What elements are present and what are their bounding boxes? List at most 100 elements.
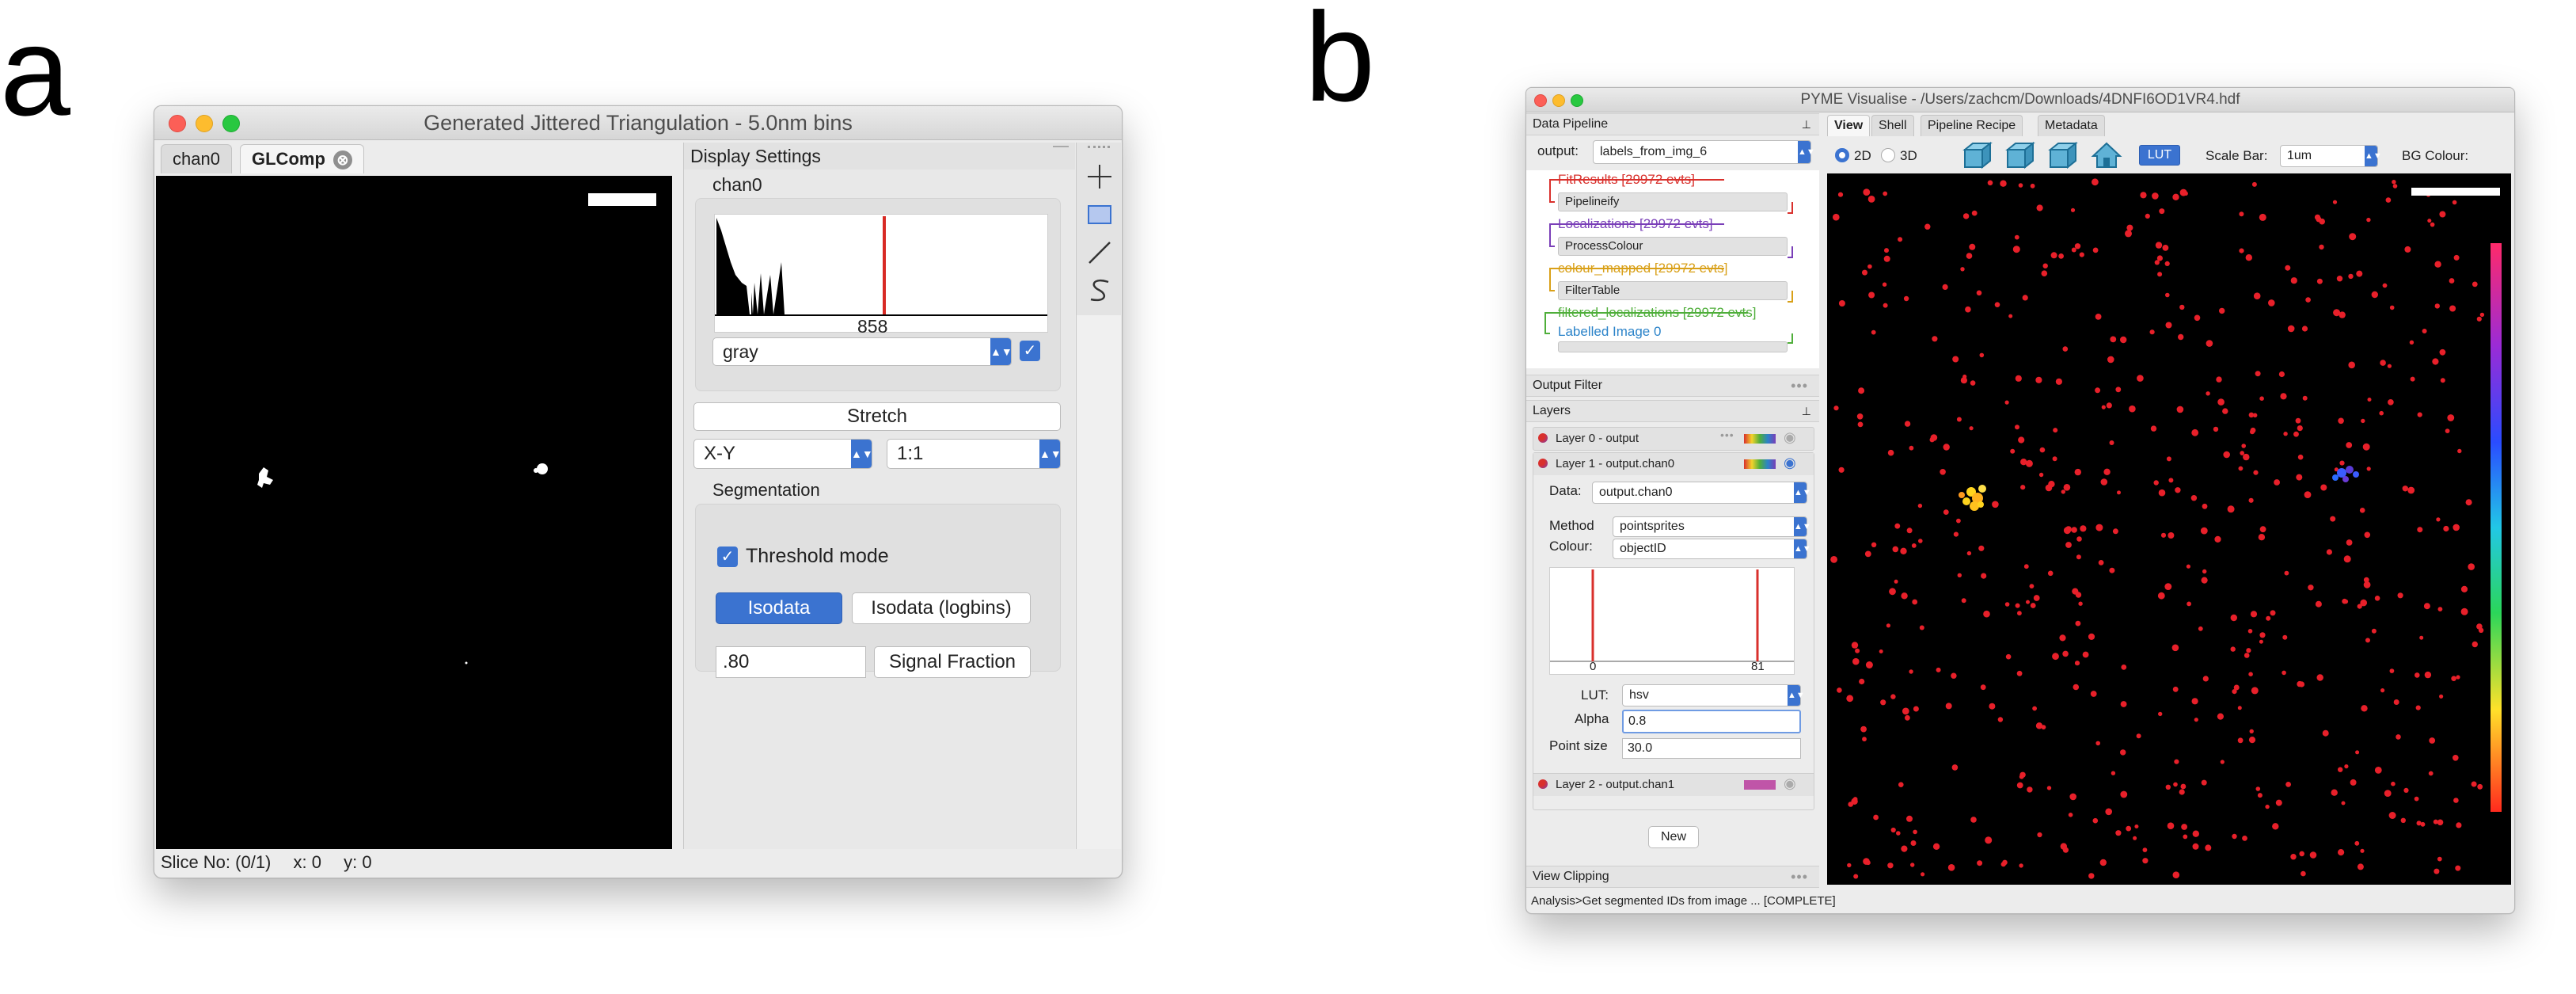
pin-icon[interactable]: ⊥ <box>1801 118 1811 131</box>
crosshair-icon[interactable] <box>1086 163 1113 190</box>
colormap-select[interactable]: gray ▲▼ <box>712 337 1013 366</box>
localization-point <box>2112 528 2118 535</box>
stretch-button[interactable]: Stretch <box>693 402 1061 431</box>
tab-glcomp[interactable]: GLComp⊗ <box>240 144 364 173</box>
rectangle-select-icon[interactable] <box>1086 201 1113 228</box>
layer-histogram[interactable]: 0 81 <box>1549 567 1795 675</box>
pipe-label-localizations[interactable]: Localizations [29972 evts] <box>1558 216 1713 231</box>
line-icon[interactable] <box>1086 239 1113 266</box>
pipe-box-processcolour[interactable]: ProcessColour <box>1558 237 1788 256</box>
localization-point <box>2165 784 2171 790</box>
home-icon[interactable] <box>2090 140 2123 170</box>
localization-point <box>1971 210 1978 216</box>
scale-select[interactable]: 1:1 ▲▼ <box>887 439 1062 469</box>
colormap-checkbox[interactable]: ✓ <box>1020 341 1040 361</box>
localization-point <box>2309 851 2317 859</box>
panel-grip[interactable] <box>1053 146 1069 150</box>
localization-point <box>2402 486 2408 492</box>
localization-point <box>2023 564 2029 569</box>
alpha-input[interactable]: 0.8 <box>1622 710 1801 733</box>
output-select[interactable]: labels_from_img_6 ▲▼ <box>1593 140 1815 164</box>
view-clipping-header[interactable]: View Clipping ••• <box>1526 866 1819 888</box>
tool-strip-grip[interactable] <box>1088 146 1110 151</box>
colour-select[interactable]: objectID ▲▼ <box>1613 539 1811 559</box>
lut-select[interactable]: hsv ▲▼ <box>1622 684 1805 706</box>
close-window-icon[interactable] <box>169 115 186 132</box>
scale-bar-select[interactable]: 1um ▲▼ <box>2280 145 2382 167</box>
localization-point <box>2016 782 2023 789</box>
visualisation-canvas[interactable] <box>1827 173 2511 885</box>
data-select[interactable]: output.chan0 ▲▼ <box>1592 482 1811 504</box>
localization-point <box>2015 603 2020 608</box>
pipe-box-filtertable[interactable]: FilterTable <box>1558 281 1788 300</box>
zoom-window-icon[interactable] <box>222 115 240 132</box>
image-canvas[interactable] <box>156 176 672 849</box>
tab-chan0[interactable]: chan0 <box>161 144 232 173</box>
localization-point <box>1951 672 1957 679</box>
cube-top-icon[interactable] <box>2004 142 2036 170</box>
localization-point <box>1838 467 1845 473</box>
localization-point <box>2160 532 2167 538</box>
eye-icon[interactable]: ◉ <box>1784 429 1796 445</box>
view-select[interactable]: X-Y ▲▼ <box>693 439 873 469</box>
more-icon[interactable]: ••• <box>1791 869 1808 885</box>
layer-1-row[interactable]: Layer 1 - output.chan0 ◉ <box>1533 453 1814 475</box>
localization-point <box>2255 786 2261 791</box>
close-tab-icon[interactable]: ⊗ <box>332 150 352 170</box>
minimize-window-icon[interactable] <box>1552 94 1565 107</box>
tab-shell[interactable]: Shell <box>1871 115 1914 136</box>
radio-3d[interactable] <box>1881 148 1895 162</box>
localization-point <box>1889 588 1896 596</box>
more-icon[interactable]: ••• <box>1720 428 1734 441</box>
isodata-button[interactable]: Isodata <box>716 592 842 624</box>
localization-point <box>2172 871 2180 878</box>
cluster-yellow <box>1959 485 1986 511</box>
signal-fraction-button[interactable]: Signal Fraction <box>874 646 1031 678</box>
pipe-label-filtered[interactable]: filtered_localizations [29972 evts] <box>1558 305 1757 320</box>
localization-point <box>2259 632 2266 638</box>
eye-icon[interactable]: ◉ <box>1784 455 1796 470</box>
lut-button[interactable]: LUT <box>2139 145 2180 166</box>
localization-point <box>1942 284 1948 290</box>
new-layer-button[interactable]: New <box>1648 826 1699 848</box>
localization-point <box>2075 620 2081 626</box>
eye-icon[interactable]: ◉ <box>1784 775 1796 791</box>
isodata-logbins-button[interactable]: Isodata (logbins) <box>852 592 1031 624</box>
threshold-mode-checkbox[interactable]: ✓ <box>717 547 738 567</box>
tab-view[interactable]: View <box>1827 115 1871 136</box>
cube-side-icon[interactable] <box>2047 142 2079 170</box>
close-window-icon[interactable] <box>1534 94 1547 107</box>
output-filter-header[interactable]: Output Filter ••• <box>1526 375 1819 397</box>
tab-pipeline-recipe[interactable]: Pipeline Recipe <box>1921 115 2023 136</box>
curve-icon[interactable] <box>1086 276 1113 304</box>
localization-point <box>2068 813 2073 817</box>
localization-point <box>2158 489 2166 497</box>
layer-1-label: Layer 1 - output.chan0 <box>1556 457 1675 470</box>
more-icon[interactable]: ••• <box>1791 378 1808 394</box>
localization-point <box>1871 329 1876 335</box>
minimize-window-icon[interactable] <box>196 115 213 132</box>
localization-point <box>1884 248 1889 253</box>
pipe-label-fitresults[interactable]: FitResults [29972 evts] <box>1558 172 1695 187</box>
pipeline-connectors <box>1544 179 1793 344</box>
layer-2-row[interactable]: Layer 2 - output.chan1 ◉ <box>1533 773 1814 796</box>
pipe-label-colour-mapped[interactable]: colour_mapped [29972 evts] <box>1558 261 1728 276</box>
radio-2d[interactable] <box>1835 148 1849 162</box>
tab-metadata[interactable]: Metadata <box>2038 115 2105 136</box>
localization-point <box>2374 596 2380 601</box>
layer-0-row[interactable]: Layer 0 - output ••• ◉ <box>1533 427 1814 451</box>
method-select[interactable]: pointsprites ▲▼ <box>1613 516 1811 537</box>
cube-front-icon[interactable] <box>1962 142 1993 170</box>
localization-point <box>2030 603 2036 608</box>
point-size-input[interactable]: 30.0 <box>1622 738 1801 759</box>
pin-icon[interactable]: ⊥ <box>1801 405 1811 417</box>
pipe-box-pipelineify[interactable]: Pipelineify <box>1558 192 1788 211</box>
zoom-window-icon[interactable] <box>1571 94 1583 107</box>
histogram[interactable]: 858 <box>714 214 1048 337</box>
fraction-input[interactable]: .80 <box>716 646 866 678</box>
localization-point <box>2439 348 2446 356</box>
localization-point <box>2453 254 2460 261</box>
localization-point <box>2434 303 2440 309</box>
localization-point <box>2017 611 2022 616</box>
pipe-label-labelled-image[interactable]: Labelled Image 0 <box>1558 324 1662 339</box>
